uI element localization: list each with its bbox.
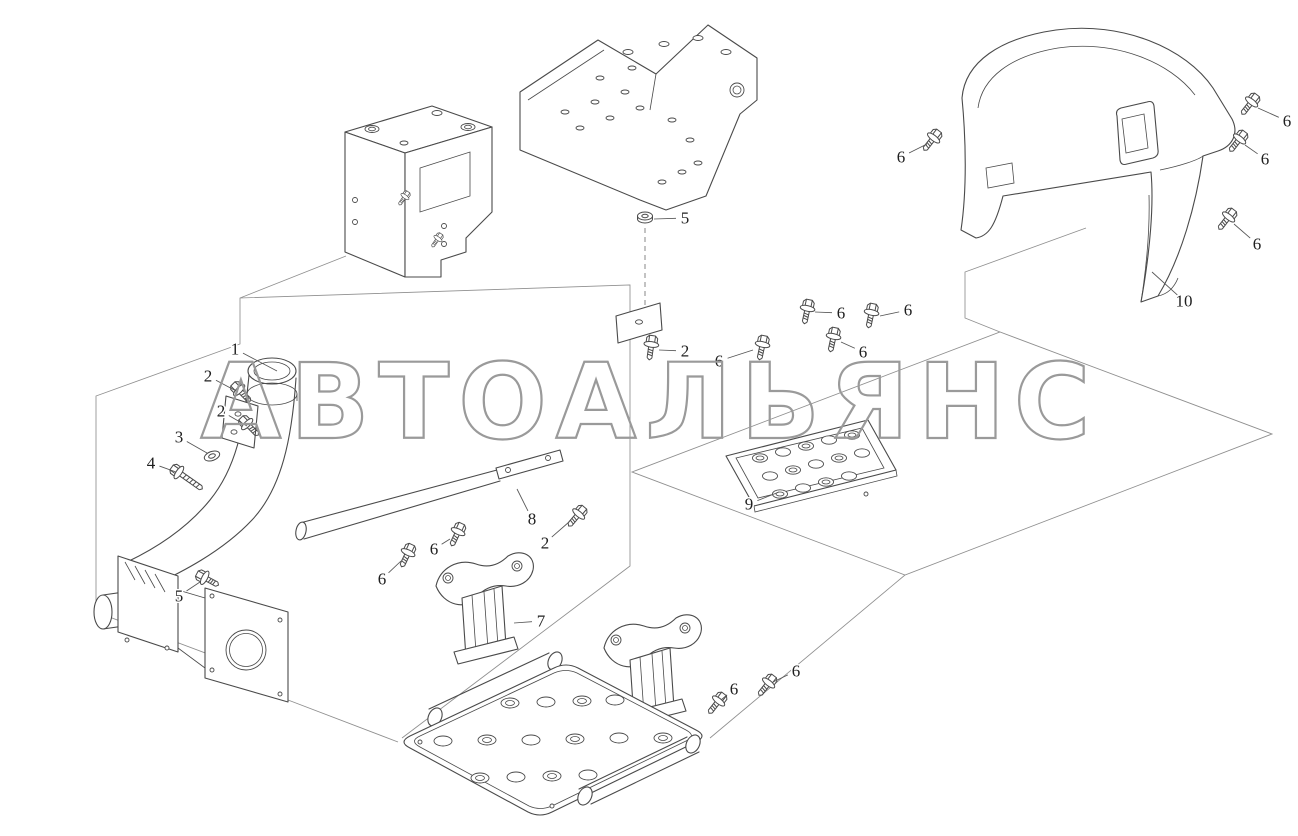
bolt-part [1212, 204, 1241, 235]
bolt-part [752, 670, 781, 701]
callout-label: 3 [175, 428, 184, 447]
callout-leader-line [1233, 223, 1251, 239]
callout-label: 2 [217, 402, 226, 421]
bolt-part [702, 688, 731, 719]
callout-leader-line [388, 560, 402, 574]
callout-leader-line [551, 521, 570, 538]
callout-leader-line [186, 581, 201, 592]
callout-leader-line [879, 311, 900, 317]
bolt-part [917, 125, 946, 156]
callout-leader-line [840, 341, 855, 349]
callout-leader-line [513, 621, 533, 624]
callout-label: 6 [1283, 112, 1292, 131]
callout-label: 6 [430, 540, 439, 559]
callout-label: 6 [730, 680, 739, 699]
callout-label: 4 [147, 454, 156, 473]
bolt-part [562, 501, 591, 532]
callout-label: 6 [1253, 235, 1262, 254]
callout-label: 8 [528, 510, 537, 529]
callout-leader-line [159, 465, 177, 473]
callout-leader-line [516, 488, 529, 512]
callout-leader-line [814, 311, 833, 314]
callout-label: 6 [792, 662, 801, 681]
callout-label: 2 [681, 342, 690, 361]
callout-leader-line [658, 349, 677, 352]
callout-leader-line [720, 694, 728, 701]
fender-panel-part [960, 27, 1236, 303]
bolt-part [1235, 89, 1264, 120]
upper-step-plate-part [725, 419, 898, 513]
callout-leader-line [1257, 107, 1279, 118]
bolt-part [394, 540, 420, 571]
lower-step-plate-part [403, 651, 703, 816]
callout-leader-line [772, 674, 789, 683]
bolt-part [444, 519, 470, 550]
lower-mount-part [93, 555, 289, 703]
callout-leader-line [908, 143, 928, 154]
support-bracket-part [435, 552, 534, 665]
callout-label: 6 [904, 301, 913, 320]
bolt-part [166, 460, 208, 496]
callout-leader-line [727, 349, 754, 359]
callout-label: 5 [681, 209, 690, 228]
callout-label: 7 [537, 612, 546, 631]
callout-leader-line [757, 491, 780, 502]
nut-part [637, 211, 653, 224]
mounting-bracket-part [344, 105, 493, 278]
callout-label: 10 [1176, 292, 1193, 311]
step-bracket-panel-part [519, 24, 758, 344]
callout-leader-line [441, 538, 451, 545]
callout-leader-line [653, 217, 677, 220]
callout-leader-line [1244, 144, 1258, 155]
callout-label: 6 [837, 304, 846, 323]
mounting-strip-part [495, 449, 564, 480]
callout-leader-line [215, 379, 239, 393]
callout-label: 6 [378, 570, 387, 589]
callout-label: 9 [745, 495, 754, 514]
callout-label: 6 [897, 148, 906, 167]
callout-label: 6 [1261, 150, 1270, 169]
callout-leader-line [228, 415, 248, 427]
callout-leader-line [186, 441, 208, 454]
bolt-part [860, 301, 882, 330]
callout-label: 2 [204, 367, 213, 386]
callout-leader-line [1151, 271, 1178, 296]
callout-label: 6 [859, 343, 868, 362]
callout-label: 6 [715, 352, 724, 371]
bolt-part [192, 566, 223, 593]
callout-label: 5 [175, 587, 184, 606]
watermark-text: АВТОАЛЬЯНС [201, 341, 1100, 463]
bolt-part [796, 297, 818, 326]
callout-label: 1 [231, 340, 240, 359]
callout-label: 2 [541, 534, 550, 553]
callout-leader-line [242, 352, 278, 372]
